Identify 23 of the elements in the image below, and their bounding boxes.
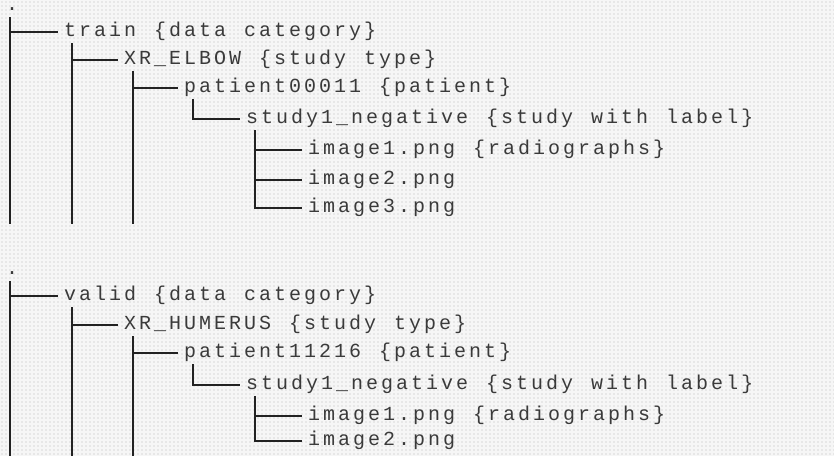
tree-item-label: XR_ELBOW {study type}: [124, 49, 440, 71]
tree-item-label: image2.png: [308, 430, 458, 452]
tree-branch-line: [9, 17, 58, 33]
tree-item-label: study1_negative {study with label}: [246, 374, 756, 396]
tree-item-label: valid {data category}: [64, 285, 380, 307]
tree-branch-line: [132, 71, 178, 89]
tree-item-label: image2.png: [308, 169, 458, 191]
tree-item-label: patient00011 {patient}: [184, 77, 514, 99]
tree-item-label: image1.png {radiographs}: [308, 405, 668, 427]
tree-branch-line: [132, 336, 178, 354]
tree-branch-line: [71, 307, 118, 326]
tree-branch-line: [192, 99, 240, 120]
tree-item-label: train {data category}: [64, 21, 380, 43]
tree-item-label: study1_negative {study with label}: [246, 108, 756, 130]
tree-item-label: image1.png {radiographs}: [308, 139, 668, 161]
root-dot: .: [6, 259, 22, 281]
root-dot: .: [6, 0, 22, 17]
tree-item-label: image3.png: [308, 197, 458, 219]
tree-item-label: XR_HUMERUS {study type}: [124, 314, 470, 336]
tree-branch-line: [9, 281, 58, 297]
tree-item-label: patient11216 {patient}: [184, 342, 514, 364]
tree-branch-line: [71, 43, 118, 61]
tree-branch-line: [192, 364, 240, 386]
